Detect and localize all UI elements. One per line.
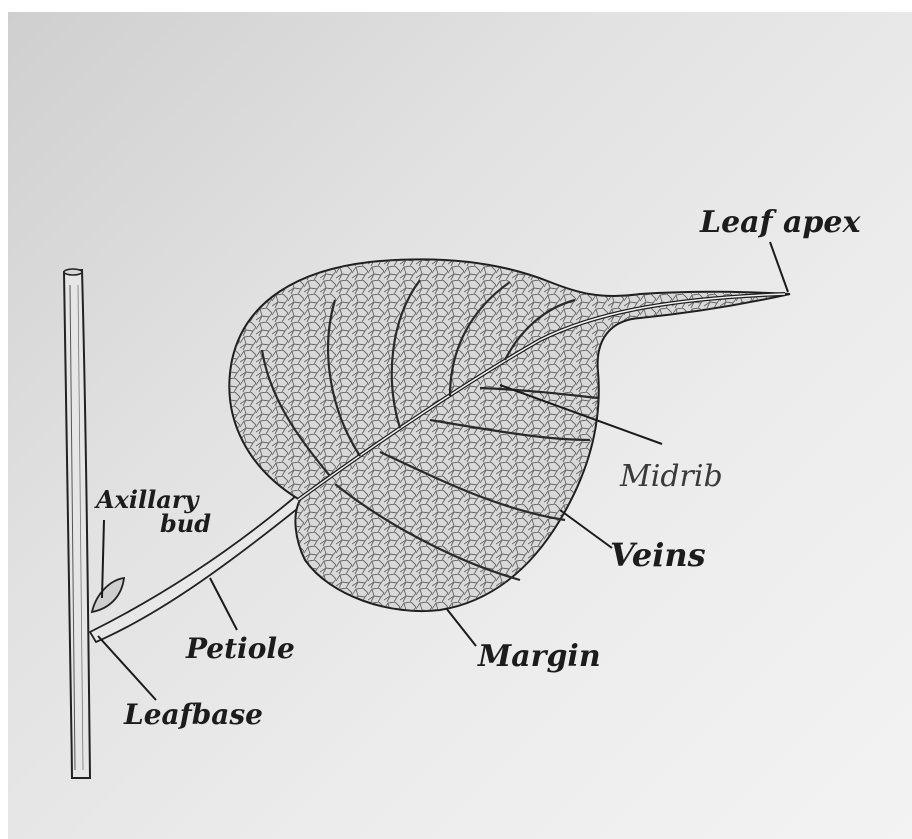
label-margin: Margin (477, 639, 601, 674)
label-veins: Veins (610, 536, 706, 574)
leaf-lamina (220, 250, 800, 620)
stem (64, 269, 90, 778)
label-leaf-base: Leafbase (123, 698, 263, 731)
label-axillary-bud-line2: bud (160, 509, 211, 538)
label-petiole: Petiole (185, 632, 295, 665)
label-leaf-apex: Leaf apex (699, 205, 861, 240)
axillary-bud (92, 578, 124, 612)
label-midrib: Midrib (619, 459, 723, 494)
